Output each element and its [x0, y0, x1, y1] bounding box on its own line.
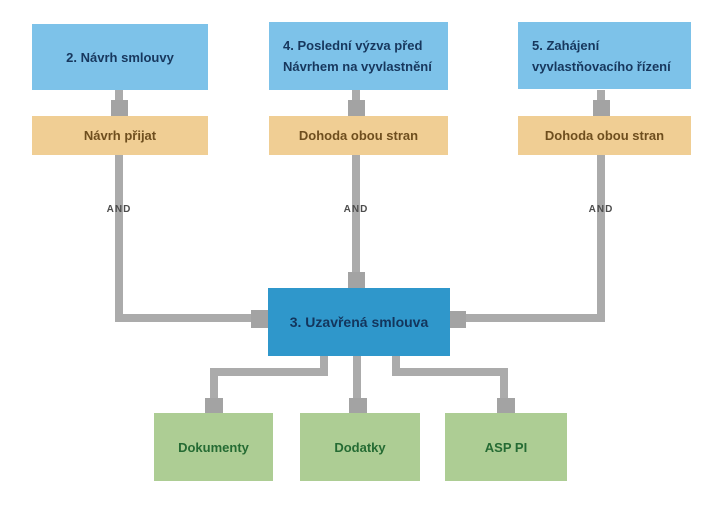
connector-bottom-right-vertical	[500, 368, 508, 399]
connector-bottom-left-vertical	[210, 368, 218, 399]
connector-col1-nub	[111, 100, 128, 116]
connector-col3-endnub	[449, 311, 466, 328]
connector-col3-stub	[597, 90, 605, 102]
node-label: 2. Návrh smlouvy	[66, 49, 174, 65]
connector-col1-vertical	[115, 155, 123, 322]
node-label-line2: vyvlastňovacího řízení	[532, 58, 671, 74]
connector-bottom-left-stub	[320, 356, 328, 370]
node-label: Dohoda obou stran	[298, 128, 419, 143]
node-uzavrena-smlouva: 3. Uzavřená smlouva	[268, 288, 450, 356]
connector-bottom-middle-vertical	[353, 356, 361, 399]
connector-bottom-left-horizontal	[210, 368, 328, 376]
connector-col3-horizontal	[466, 314, 605, 322]
connector-bottom-right-stub	[392, 356, 400, 370]
node-label-line1: 5. Zahájení	[532, 37, 600, 53]
node-label: Návrh přijat	[83, 128, 157, 143]
connector-col3-nub	[593, 100, 610, 116]
node-dohoda-obou-stran-2: Dohoda obou stran	[518, 116, 691, 155]
connector-bottom-right-endnub	[497, 398, 515, 413]
node-posledni-vyzva: 4. Poslední výzva před Návrhem na vyvlas…	[269, 22, 448, 90]
node-asp-pi: ASP PI	[445, 413, 567, 481]
connector-col1-stub	[115, 90, 123, 102]
connector-col3-vertical	[597, 155, 605, 322]
node-label-line2: Návrhem na vyvlastnění	[283, 59, 432, 74]
node-label: Dohoda obou stran	[544, 128, 665, 143]
connector-col2-stub	[352, 90, 360, 102]
connector-col2-nub	[348, 100, 365, 116]
node-navrh-prijat: Návrh přijat	[32, 116, 208, 155]
node-label: Dodatky	[334, 439, 386, 455]
gate-and-col3: AND	[588, 204, 614, 215]
node-label: ASP PI	[484, 439, 528, 455]
node-navrh-smlouvy: 2. Návrh smlouvy	[32, 24, 208, 90]
connector-col1-horizontal	[115, 314, 254, 322]
connector-bottom-right-horizontal	[392, 368, 508, 376]
connector-bottom-middle-endnub	[349, 398, 367, 413]
node-label-line1: 4. Poslední výzva před	[283, 38, 423, 53]
node-dokumenty: Dokumenty	[154, 413, 273, 481]
node-label: Dokumenty	[178, 439, 249, 455]
connector-bottom-left-endnub	[205, 398, 223, 413]
node-dodatky: Dodatky	[300, 413, 420, 481]
node-zahajeni-rizeni: 5. Zahájení vyvlastňovacího řízení	[518, 22, 691, 89]
connector-col1-endnub	[251, 310, 268, 328]
node-label: 3. Uzavřená smlouva	[289, 313, 429, 330]
node-dohoda-obou-stran-1: Dohoda obou stran	[269, 116, 448, 155]
gate-and-col1: AND	[106, 204, 132, 215]
connector-col2-vertical	[352, 155, 360, 274]
gate-and-col2: AND	[343, 204, 369, 215]
connector-col2-endnub	[348, 272, 365, 288]
